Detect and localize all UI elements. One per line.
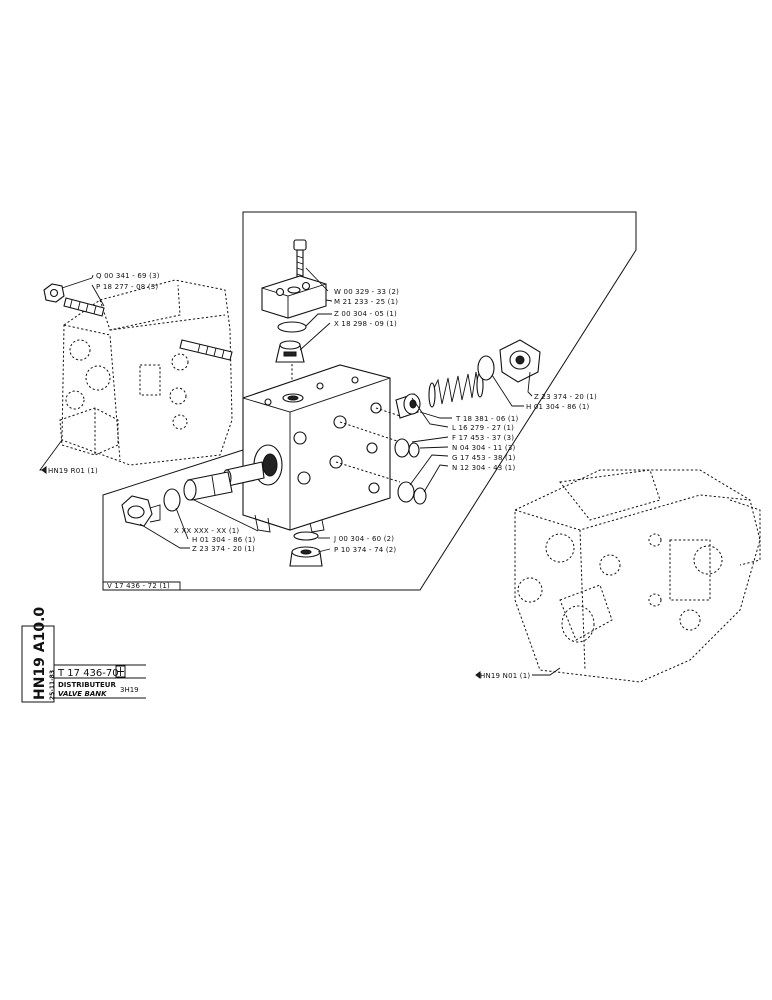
callout-labels: Q 00 341 - 69 (3) P 18 277 - 08 (3) W 00… [41, 272, 597, 680]
title-fr: DISTRIBUTEUR [58, 681, 116, 689]
callout-l16279: L 16 279 - 27 (1) [452, 424, 514, 432]
sheet-code: HN19 A10.0 [32, 607, 48, 700]
callout-j00304: J 00 304 - 60 (2) [333, 535, 394, 543]
valve-section-hn19n01 [514, 469, 761, 683]
leader-lines [39, 267, 561, 676]
callout-h01304-left: H 01 304 - 86 (1) [192, 536, 255, 544]
spool [183, 461, 265, 501]
right-side-parts [394, 339, 541, 505]
callout-z00304: Z 00 304 - 05 (1) [334, 310, 397, 318]
callout-t18381: T 18 381 - 06 (1) [455, 415, 518, 423]
title-en: VALVE BANK [58, 690, 107, 698]
part-number: T 17 436-70 [57, 668, 119, 679]
sheet-date: 25-11-83 [49, 670, 56, 700]
valve-section-hn19r01 [59, 279, 233, 466]
callout-p18277: P 18 277 - 08 (3) [96, 283, 158, 291]
main-valve-block [242, 364, 401, 533]
callout-g17453: G 17 453 - 38 (1) [452, 454, 516, 462]
callout-w00329: W 00 329 - 33 (2) [334, 288, 399, 296]
callout-xxx: X XX XXX - XX (1) [174, 527, 239, 535]
bottom-plug [289, 531, 323, 567]
callout-x18298: X 18 298 - 09 (1) [334, 320, 397, 328]
callout-n12304: N 12 304 - 43 (1) [452, 464, 515, 472]
callout-n04304: N 04 304 - 11 (3) [452, 444, 515, 452]
callout-f17453: F 17 453 - 37 (3) [452, 434, 514, 442]
callout-z23374-right: Z 23 374 - 20 (1) [534, 393, 597, 401]
callout-m21233: M 21 233 - 25 (1) [334, 298, 398, 306]
nut-and-stud [43, 277, 105, 317]
callout-hn19n01: HN19 N01 (1) [480, 672, 530, 680]
callout-p10374: P 10 374 - 74 (2) [334, 546, 396, 554]
callout-h01304-right: H 01 304 - 86 (1) [526, 403, 589, 411]
callout-z23374-left: Z 23 374 - 20 (1) [192, 545, 255, 553]
top-cover-assembly [261, 239, 327, 396]
title-block: HN19 A10.0 25-11-83 T 17 436-70 DISTRIBU… [21, 607, 146, 703]
callout-hn19r01: HN19 R01 (1) [48, 467, 98, 475]
model-code: 3H19 [120, 686, 139, 694]
left-plug [121, 488, 181, 527]
callout-v17436: V 17 436 - 72 (1) [107, 582, 170, 590]
callout-q00341: Q 00 341 - 69 (3) [96, 272, 160, 280]
assembly-boundary-frame [102, 211, 637, 591]
